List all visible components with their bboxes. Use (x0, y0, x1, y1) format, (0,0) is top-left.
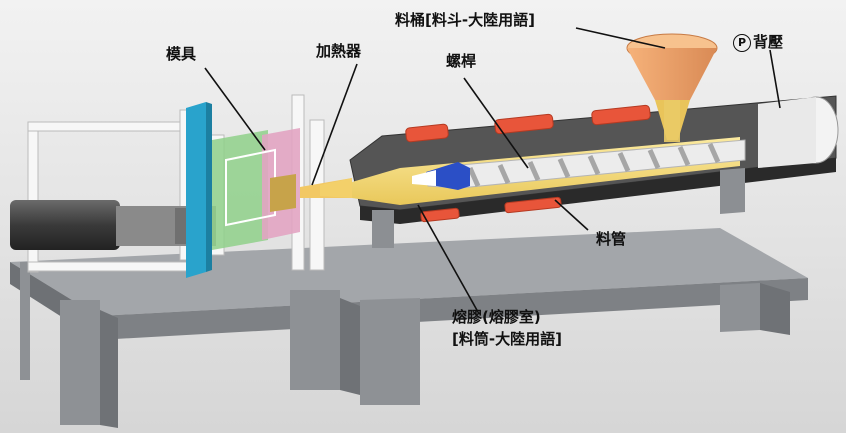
screw (412, 139, 746, 190)
hopper-label: 料桶[料斗-大陸用語] (395, 11, 535, 29)
melt-label-line2: [料筒-大陸用語] (452, 330, 562, 348)
p-circle-icon: P (733, 33, 751, 52)
melt-label-line1: 熔膠(熔膠室) (452, 308, 541, 326)
moving-platen (186, 102, 206, 278)
screw-label: 螺桿 (446, 52, 477, 70)
barrel-label: 料管 (596, 230, 627, 248)
clamp-cylinder (10, 200, 216, 250)
mold-halves (212, 128, 300, 250)
heater-label: 加熱器 (316, 42, 362, 60)
hopper (626, 33, 718, 142)
mold-label: 模具 (166, 45, 197, 63)
back-pressure-text: 背壓 (753, 33, 784, 51)
heater-bands (405, 104, 651, 223)
machine-base (10, 228, 808, 428)
leader-lines (204, 27, 781, 313)
